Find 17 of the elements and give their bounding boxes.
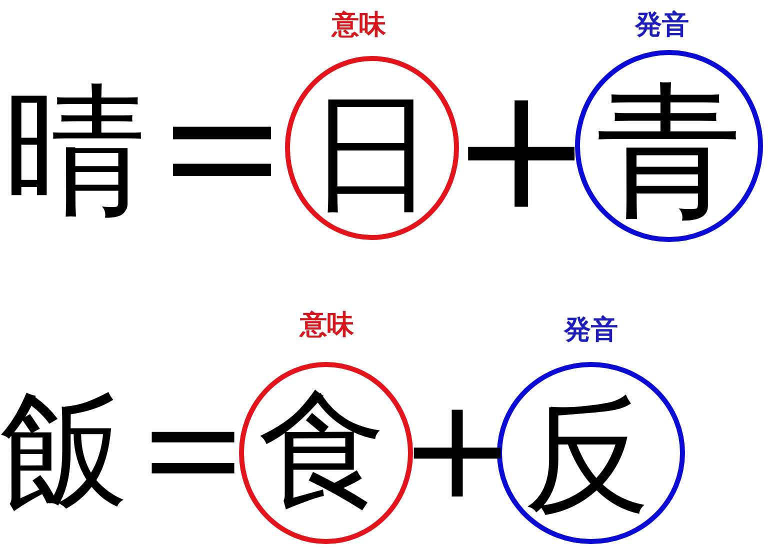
plus-sign: ＋	[404, 388, 510, 500]
role-label: 発音	[564, 316, 618, 344]
equals-sign: ＝	[163, 99, 281, 183]
component-circle	[285, 56, 459, 240]
component-character: 反	[524, 393, 650, 519]
component-character: 日	[308, 90, 436, 218]
role-label: 意味	[300, 312, 354, 338]
plus-sign: ＋	[457, 75, 585, 211]
compound-character: 飯	[0, 387, 128, 515]
role-label: 発音	[635, 12, 689, 38]
role-label: 意味	[332, 12, 386, 38]
component-character: 青	[596, 79, 742, 225]
equals-sign: ＝	[143, 408, 243, 480]
component-circle	[575, 50, 763, 242]
compound-character: 晴	[4, 81, 146, 223]
component-character: 食	[258, 387, 386, 515]
component-circle	[239, 362, 413, 544]
